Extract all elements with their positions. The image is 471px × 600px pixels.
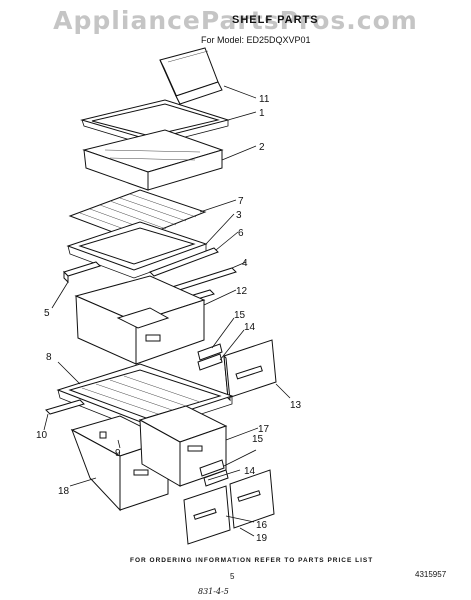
page-number: 5	[230, 572, 235, 581]
part-15-trim-lower	[199, 459, 225, 477]
part-3-frame	[66, 221, 208, 279]
callout-1: 1	[259, 108, 265, 119]
part-11-bin	[159, 47, 223, 105]
ordering-footer: FOR ORDERING INFORMATION REFER TO PARTS …	[130, 557, 374, 564]
callout-2: 2	[259, 142, 265, 153]
callout-3: 3	[236, 210, 242, 221]
part-10-slide	[45, 399, 85, 415]
callout-16: 16	[256, 520, 268, 531]
handwritten-note: 831-4-5	[198, 587, 229, 596]
callout-11: 11	[259, 94, 270, 105]
callout-9: 9	[115, 448, 121, 459]
callout-10: 10	[36, 430, 48, 441]
callout-19: 19	[256, 533, 268, 544]
part-5-slide	[63, 261, 101, 284]
callout-18: 18	[58, 486, 70, 497]
callout-6: 6	[238, 228, 244, 239]
part-19-front	[229, 469, 275, 529]
callout-12: 12	[236, 286, 248, 297]
callout-4: 4	[242, 258, 248, 269]
callout-15-upper: 15	[234, 310, 246, 321]
callout-7: 7	[238, 196, 244, 207]
leader-lines	[43, 85, 291, 537]
model-line: For Model: ED25DQXVP01	[201, 35, 311, 45]
callout-8: 8	[46, 352, 52, 363]
callout-17: 17	[258, 424, 270, 435]
callout-5: 5	[44, 308, 50, 319]
part-14-trim-upper	[197, 353, 223, 371]
part-16-front	[183, 485, 231, 545]
part-6-rail	[149, 247, 219, 277]
part-13-front	[223, 339, 277, 402]
part-12-drawer	[74, 275, 206, 365]
callout-15-lower: 15	[252, 434, 264, 445]
callout-14-lower: 14	[244, 466, 256, 477]
callout-13: 13	[290, 400, 302, 411]
part-1-shelf	[80, 99, 230, 147]
callout-14-upper: 14	[244, 322, 256, 333]
document-number: 4315957	[415, 570, 447, 579]
callout-labels: 11 1 2 7 3 6 4 12 5 15 14 8 13 17 10 9 1…	[36, 94, 302, 544]
part-2-cover	[82, 129, 224, 191]
part-14-trim-lower	[203, 469, 229, 487]
diagram-title: SHELF PARTS	[232, 14, 319, 26]
